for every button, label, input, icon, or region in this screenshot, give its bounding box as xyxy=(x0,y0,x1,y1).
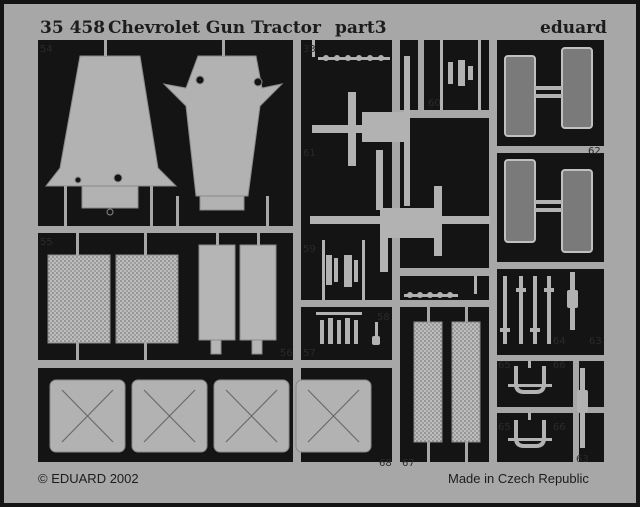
copyright-text: © EDUARD 2002 xyxy=(38,471,139,486)
part-59-brackets xyxy=(322,240,365,300)
label-58: 58 xyxy=(377,312,390,323)
part-63-rods xyxy=(567,272,588,448)
label-66-lower: 66 xyxy=(553,422,566,433)
part-55-attach-tabs xyxy=(76,233,147,360)
sprue-bars xyxy=(38,40,604,462)
part-58-tiny xyxy=(372,322,380,345)
label-62: 62 xyxy=(588,146,601,157)
part-67-attach-tabs xyxy=(427,307,468,462)
label-65-upper: 65 xyxy=(498,360,511,371)
part-54-panels xyxy=(44,55,284,216)
part-55-mesh-screens xyxy=(47,254,179,344)
label-65-lower: 65 xyxy=(498,422,511,433)
kit-title: Chevrolet Gun Tractor xyxy=(108,18,322,38)
label-60: 60 xyxy=(428,98,441,109)
part-54-attach-tabs xyxy=(64,40,269,226)
small-bits-row xyxy=(404,276,477,298)
brand-name: eduard xyxy=(540,18,607,38)
part-65-66-u-brackets xyxy=(514,366,546,448)
label-67: 67 xyxy=(402,458,415,469)
label-57: 57 xyxy=(303,348,316,359)
label-33: 33 xyxy=(303,44,316,55)
label-54: 54 xyxy=(40,44,53,55)
part-64-rods xyxy=(500,276,554,344)
label-61: 61 xyxy=(303,148,316,159)
label-56: 56 xyxy=(280,348,293,359)
part-60-brackets xyxy=(440,40,481,110)
label-55: 55 xyxy=(40,237,53,248)
label-68: 68 xyxy=(379,458,392,469)
part-57-pins xyxy=(316,312,362,344)
origin-text: Made in Czech Republic xyxy=(448,471,589,486)
label-63-upper: 63 xyxy=(589,336,602,347)
label-64: 64 xyxy=(553,336,566,347)
part-65-66-bracket-pins xyxy=(508,361,552,441)
part-56-plates xyxy=(198,244,277,355)
part-56-attach-tabs xyxy=(216,233,260,245)
part-68-cross-panels xyxy=(49,379,372,453)
part-61-cross-braces xyxy=(310,56,490,272)
part-33-small-bits xyxy=(312,40,390,61)
kit-code: 35 458 xyxy=(40,18,105,38)
label-66-upper: 66 xyxy=(553,360,566,371)
label-63-lower: 63 xyxy=(576,454,589,465)
label-59: 59 xyxy=(303,244,316,255)
part-62-plates xyxy=(504,47,593,253)
kit-part: part3 xyxy=(335,18,387,38)
